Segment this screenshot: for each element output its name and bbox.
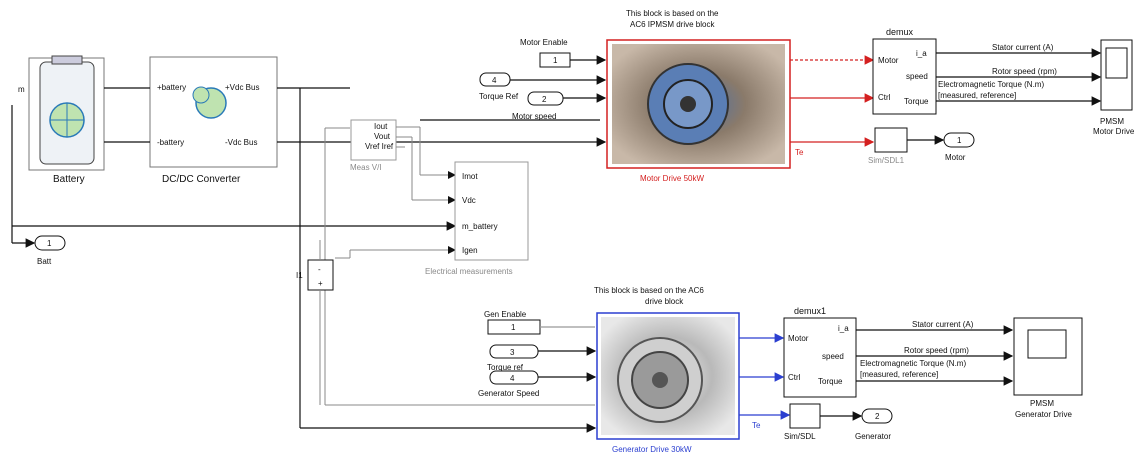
gen-signal-4: [measured, reference] (860, 370, 938, 379)
dcdc-label: DC/DC Converter (162, 174, 241, 185)
gen-outport-label: Generator (855, 432, 891, 441)
gen-port-ctrl: Ctrl (788, 373, 801, 382)
gen-const3-value: 3 (510, 348, 515, 357)
motor-outport-num: 1 (957, 136, 962, 145)
gen-input-wires (538, 327, 595, 377)
gen-signal-2: Rotor speed (rpm) (904, 346, 969, 355)
batt-outport-num: 1 (47, 239, 52, 248)
elec-port-2: Vdc (462, 196, 476, 205)
dcdc-out-neg: -Vdc Bus (225, 138, 257, 147)
motor-port-motor: Motor (878, 56, 899, 65)
gen-demux-port-1: i_a (838, 324, 849, 333)
motor-input-wires (420, 60, 605, 120)
motor-enable-value: 1 (553, 56, 558, 65)
gen-demux-port-2: speed (822, 352, 844, 361)
gen-speed-label: Generator Speed (478, 389, 539, 398)
battery-label: Battery (53, 174, 85, 185)
motor-te-label: Te (795, 148, 804, 157)
motor-outport-label: Motor (945, 153, 966, 162)
gen-tref-num: 4 (510, 374, 515, 383)
motor-sim-label: Sim/SDL1 (868, 156, 905, 165)
motor-signal-3: Electromagnetic Torque (N.m) (938, 80, 1044, 89)
motor-drive-label: Motor Drive 50kW (640, 174, 704, 183)
gen-outport-num: 2 (875, 412, 880, 421)
gen-sim-block[interactable] (790, 404, 820, 428)
motor-drive-block[interactable] (607, 40, 790, 168)
gen-scope-label-1: PMSM (1030, 399, 1054, 408)
dcdc-converter-block[interactable] (150, 57, 277, 167)
elec-port-3: m_battery (462, 222, 498, 231)
motor-enable-label: Motor Enable (520, 38, 568, 47)
gen-demux-title: demux1 (794, 306, 826, 316)
elec-port-4: Igen (462, 246, 478, 255)
dcdc-out-pos: +Vdc Bus (225, 83, 259, 92)
motor-scope[interactable] (1101, 40, 1132, 110)
elec-label: Electrical measurements (425, 267, 513, 276)
motor-demux-port-3: Torque (904, 97, 929, 106)
batt-outport-label: Batt (37, 257, 52, 266)
gen-port-motor: Motor (788, 334, 809, 343)
sum-label: I1 (296, 271, 303, 280)
gen-demux-port-3: Torque (818, 377, 843, 386)
gen-signal-3: Electromagnetic Torque (N.m) (860, 359, 966, 368)
motor-tref-num: 4 (492, 76, 497, 85)
motor-output-wires (790, 60, 873, 142)
gen-signal-1: Stator current (A) (912, 320, 974, 329)
gen-enable-value: 1 (511, 323, 516, 332)
motor-signal-1: Stator current (A) (992, 43, 1054, 52)
sum-plus: + (318, 279, 323, 288)
motor-port-ctrl: Ctrl (878, 93, 891, 102)
gen-drive-label: Generator Drive 30kW (612, 445, 692, 454)
meas-vi-port-2: Vout (374, 132, 391, 141)
meas-vi-label: Meas V/I (350, 163, 382, 172)
motor-note-2: AC6 IPMSM drive block (630, 20, 715, 29)
dcdc-in-neg: -battery (157, 138, 184, 147)
motor-scope-label-2: Motor Drive (1093, 127, 1134, 136)
gen-note-1: This block is based on the AC6 (594, 286, 704, 295)
motor-note-1: This block is based on the (626, 9, 719, 18)
motor-const2-value: 2 (542, 95, 547, 104)
motor-signal-4: [measured, reference] (938, 91, 1016, 100)
motor-scope-label-1: PMSM (1100, 117, 1124, 126)
gen-te-label: Te (752, 421, 761, 430)
gen-scope-label-2: Generator Drive (1015, 410, 1072, 419)
gen-sim-label: Sim/SDL (784, 432, 816, 441)
battery-dcdc-wires (104, 88, 150, 142)
elec-port-1: Imot (462, 172, 478, 181)
gen-scope[interactable] (1014, 318, 1082, 395)
meas-vi-port-1: Iout (374, 122, 388, 131)
motor-demux-title: demux (886, 27, 914, 37)
motor-tref-label: Torque Ref (479, 92, 519, 101)
motor-sim-block[interactable] (875, 128, 907, 152)
meas-vi-port-3: Vref Iref (365, 142, 394, 151)
battery-block[interactable] (29, 56, 104, 170)
dcdc-in-pos: +battery (157, 83, 186, 92)
gen-output-wires (739, 338, 789, 415)
gen-note-2: drive block (645, 297, 684, 306)
generator-drive-block[interactable] (597, 313, 739, 439)
gen-enable-label: Gen Enable (484, 310, 527, 319)
motor-demux-port-1: i_a (916, 49, 927, 58)
sum-minus: - (318, 265, 321, 274)
motor-demux-port-2: speed (906, 72, 928, 81)
battery-m-port: m (18, 85, 25, 94)
motor-signal-2: Rotor speed (rpm) (992, 67, 1057, 76)
